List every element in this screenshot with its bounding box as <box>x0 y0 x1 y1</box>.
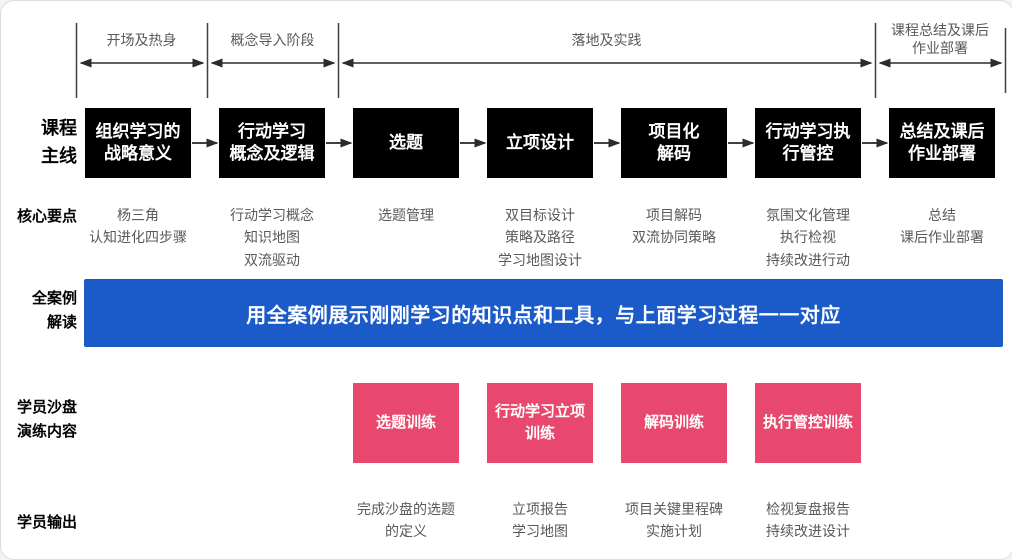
phase-label-concept-intro: 概念导入阶段 <box>230 32 315 48</box>
core-point-col1: 杨三角 认知进化四步骤 <box>89 207 187 246</box>
core-point-col4: 双目标设计 策略及路径 学习地图设计 <box>498 207 582 268</box>
course-box-project-decoding: 项目化 解码 <box>621 108 727 178</box>
training-box-project-design: 行动学习立项 训练 <box>487 383 593 463</box>
row-label-core-points: 核心要点 <box>16 208 77 225</box>
course-box-strategic-meaning: 组织学习的 战略意义 <box>85 108 191 178</box>
course-box-project-design: 立项设计 <box>487 108 593 178</box>
row-label-course-mainline: 课程 主线 <box>41 118 77 166</box>
training-box-decoding: 解码训练 <box>621 383 727 463</box>
student-output-col3: 项目关键里程碑 实施计划 <box>625 501 723 540</box>
row-label-student-output: 学员输出 <box>16 514 77 531</box>
phase-label-practice: 落地及实践 <box>571 32 642 48</box>
core-point-col6: 氛围文化管理 执行检视 持续改进行动 <box>766 207 850 268</box>
phase-label-summary-homework: 课程总结及课后 作业部署 <box>891 22 989 57</box>
row-label-full-case: 全案例 解读 <box>31 290 77 331</box>
core-point-col5: 项目解码 双流协同策略 <box>632 207 716 246</box>
training-box-execution-control: 执行管控训练 <box>755 383 861 463</box>
training-box-topic-selection: 选题训练 <box>353 383 459 463</box>
core-point-col3: 选题管理 <box>378 207 434 223</box>
student-output-col4: 检视复盘报告 持续改进设计 <box>766 501 850 540</box>
core-point-col2: 行动学习概念 知识地图 双流驱动 <box>230 207 314 268</box>
row-label-sandbox-practice: 学员沙盘 演练内容 <box>16 399 77 440</box>
course-box-summary-homework: 总结及课后 作业部署 <box>889 108 995 178</box>
course-box-execution-control: 行动学习执 行管控 <box>755 108 861 178</box>
course-box-topic-selection: 选题 <box>353 108 459 178</box>
full-case-banner: 用全案例展示刚刚学习的知识点和工具，与上面学习过程一一对应 <box>84 279 1003 347</box>
student-output-col1: 完成沙盘的选题 的定义 <box>357 501 455 540</box>
core-point-col7: 总结 课后作业部署 <box>900 207 984 246</box>
student-output-col2: 立项报告 学习地图 <box>512 501 568 540</box>
phase-label-warmup: 开场及热身 <box>106 32 177 48</box>
course-box-concept-logic: 行动学习 概念及逻辑 <box>219 108 325 178</box>
